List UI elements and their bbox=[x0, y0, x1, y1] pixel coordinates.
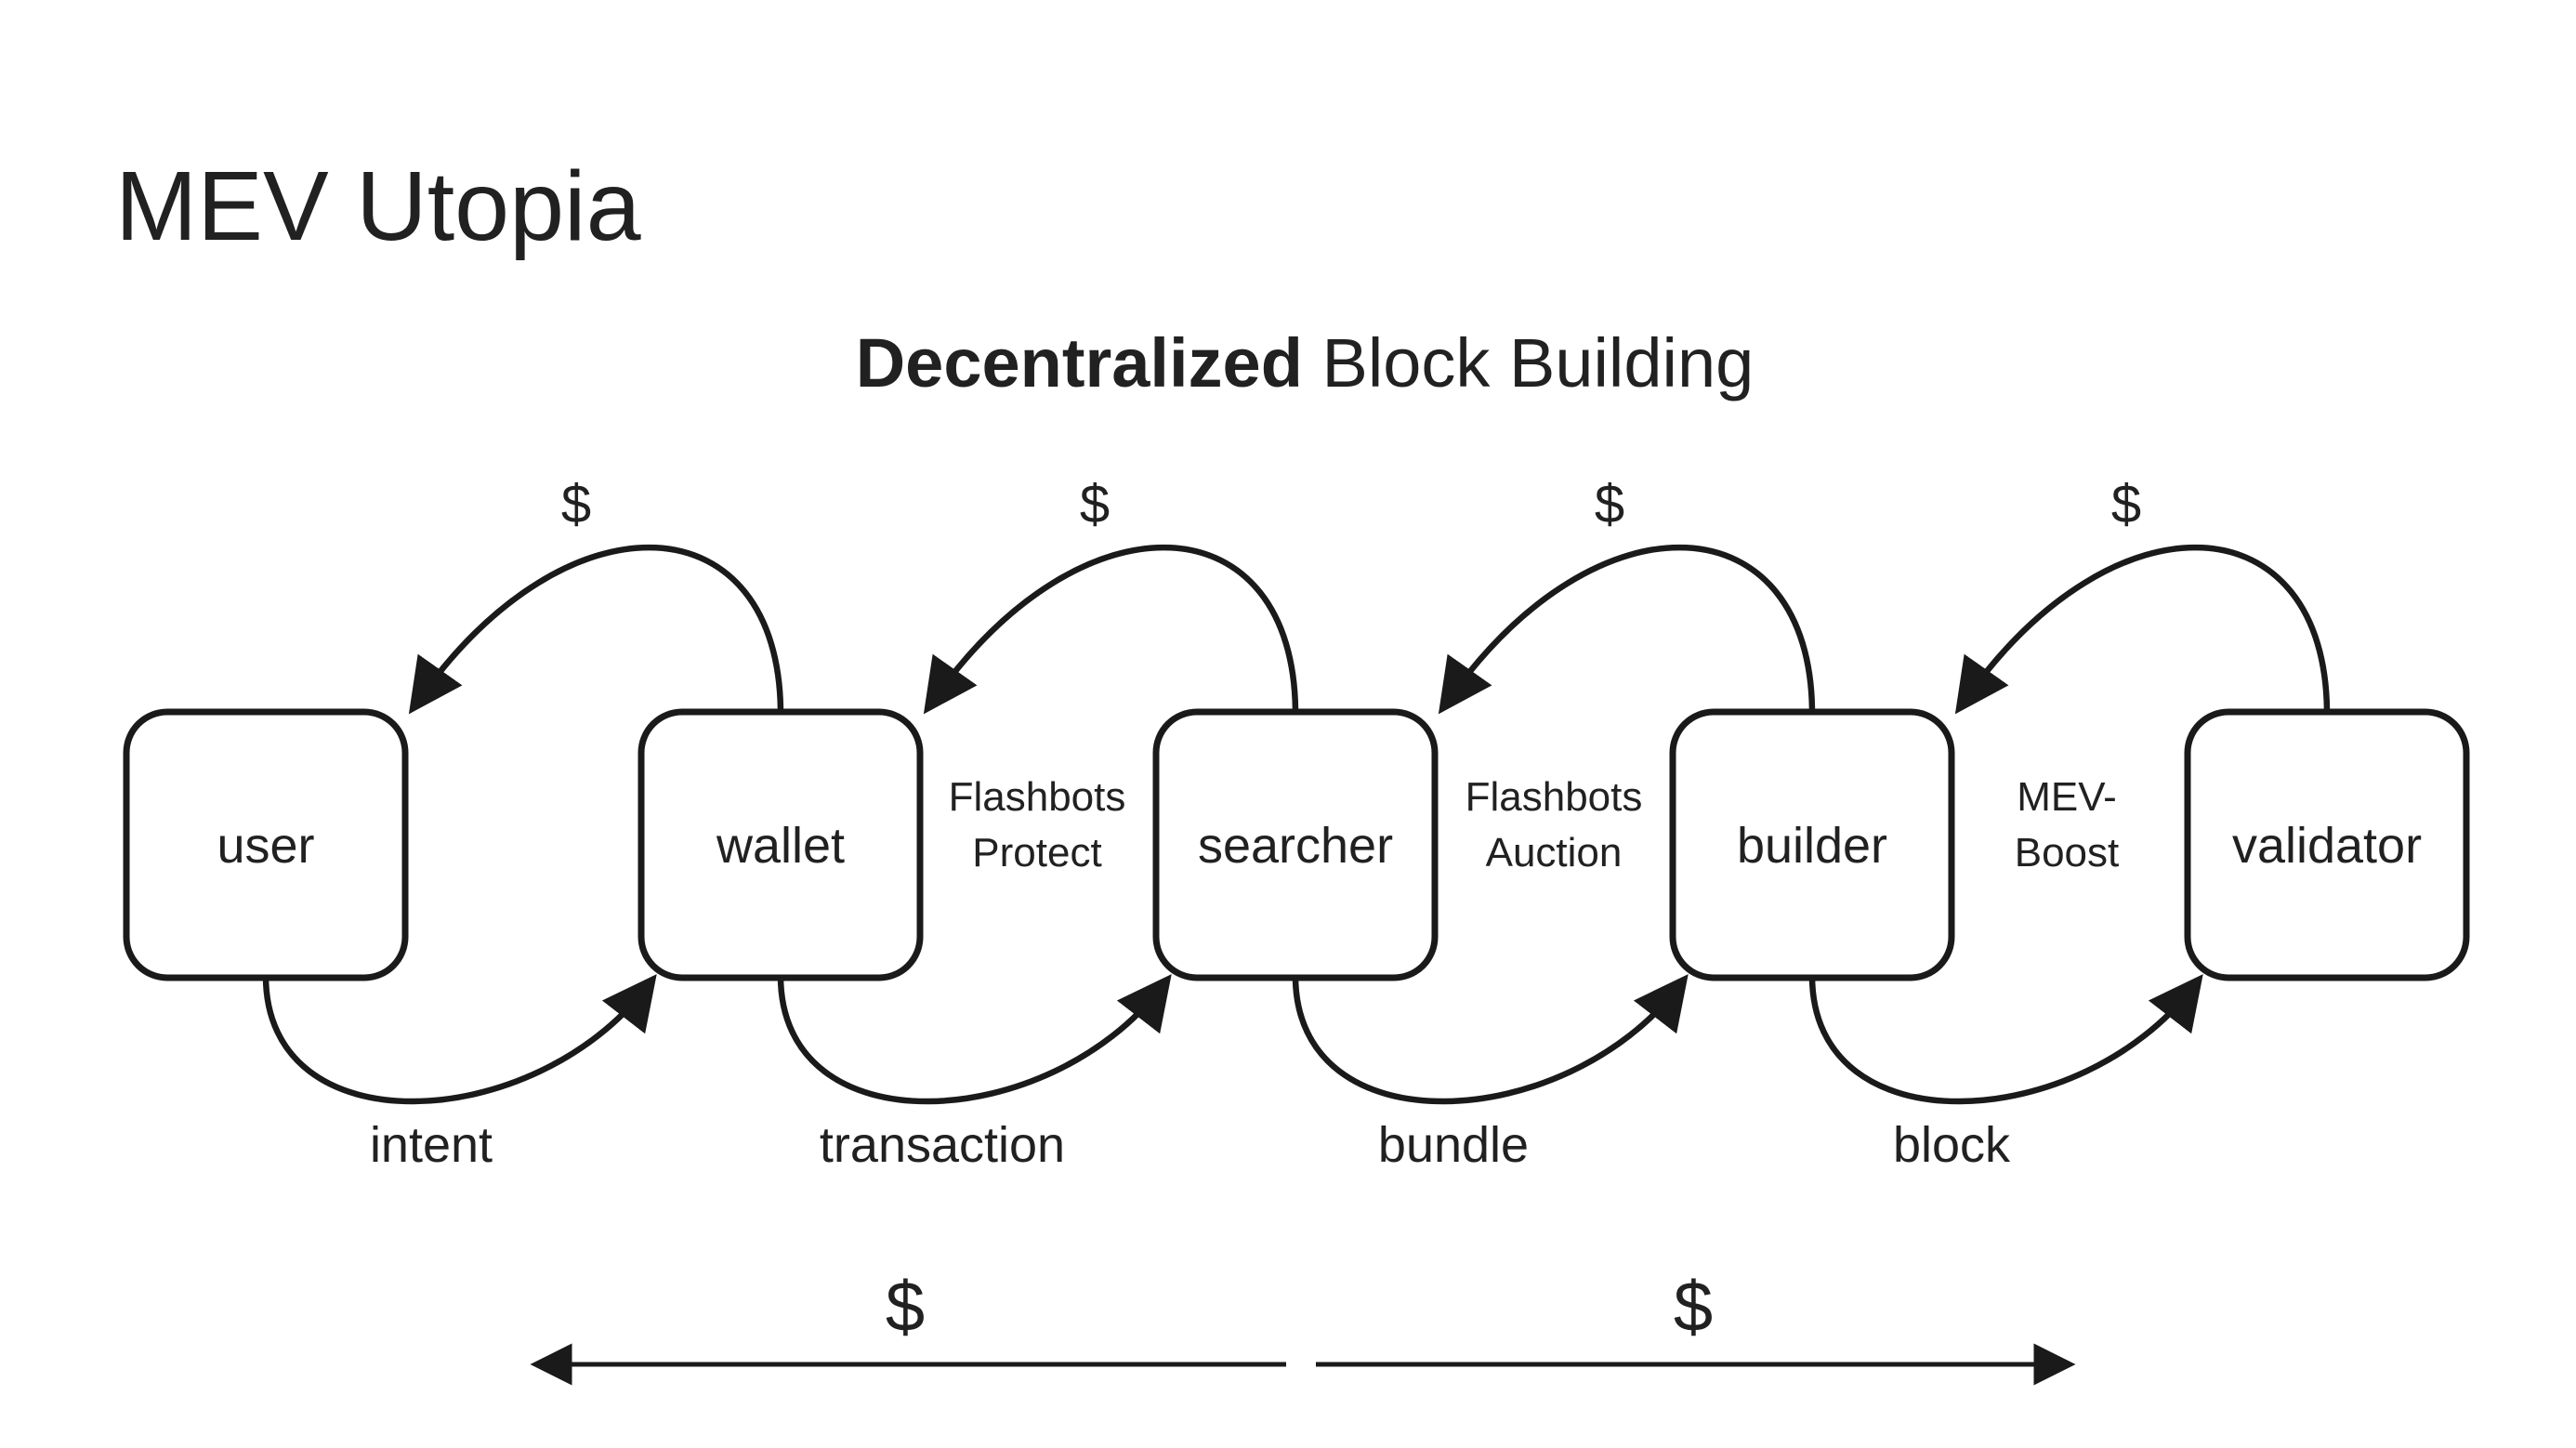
money-flow-arrows: $ $ bbox=[530, 1268, 2076, 1386]
node-builder-label: builder bbox=[1737, 818, 1887, 874]
node-validator-box bbox=[2184, 708, 2470, 981]
top-flow-dollar-label: $ bbox=[561, 474, 591, 534]
diagram-subtitle: Decentralized Block Building bbox=[856, 324, 1755, 401]
top-flow-dollar-label: $ bbox=[2111, 474, 2141, 534]
page-title: MEV Utopia bbox=[115, 151, 641, 261]
top-flow-arrow-builder-to-searcher bbox=[1438, 545, 1816, 715]
node-wallet-box bbox=[637, 708, 924, 981]
bottom-flow-arcs: intent transaction bundle block bbox=[262, 974, 2203, 1173]
bottom-flow-arrow-builder-to-validator bbox=[1808, 974, 2203, 1105]
bottom-flow-arrow-searcher-to-builder bbox=[1292, 974, 1689, 1105]
channel-flashbots-auction-line1: Flashbots bbox=[1465, 774, 1643, 820]
channel-labels: Flashbots Protect Flashbots Auction MEV-… bbox=[949, 774, 2120, 875]
node-builder-box bbox=[1669, 708, 1955, 981]
bottom-flow-label: bundle bbox=[1378, 1117, 1529, 1173]
bottom-flow-arrow-user-to-wallet bbox=[262, 974, 657, 1105]
bottom-flow-arrow-wallet-to-searcher bbox=[777, 974, 1172, 1105]
top-flow-arrow-validator-to-builder bbox=[1954, 545, 2331, 715]
node-user-label: user bbox=[217, 818, 314, 874]
top-flow-arrow-searcher-to-wallet bbox=[923, 545, 1299, 715]
money-right-dollar-label: $ bbox=[1674, 1268, 1713, 1347]
channel-flashbots-auction-line2: Auction bbox=[1486, 830, 1623, 875]
channel-mev-boost-line1: MEV- bbox=[2017, 774, 2117, 820]
subtitle-rest: Block Building bbox=[1303, 324, 1754, 401]
node-searcher-box bbox=[1152, 708, 1439, 981]
channel-flashbots-protect-line2: Protect bbox=[972, 830, 1101, 875]
top-flow-dollar-label: $ bbox=[1595, 474, 1624, 534]
bottom-flow-label: transaction bbox=[820, 1117, 1065, 1173]
bottom-flow-label: block bbox=[1893, 1117, 2011, 1173]
top-flow-dollar-label: $ bbox=[1080, 474, 1110, 534]
diagram-nodes: user wallet searcher builder validator bbox=[123, 708, 2470, 981]
channel-mev-boost-line2: Boost bbox=[2015, 830, 2120, 875]
subtitle-emphasis: Decentralized bbox=[856, 324, 1303, 401]
node-user-box bbox=[123, 708, 409, 981]
node-searcher-label: searcher bbox=[1198, 818, 1393, 874]
node-wallet-label: wallet bbox=[716, 818, 845, 874]
bottom-flow-label: intent bbox=[370, 1117, 493, 1173]
node-validator-label: validator bbox=[2232, 818, 2422, 874]
money-left-dollar-label: $ bbox=[886, 1268, 925, 1347]
top-flow-arrow-wallet-to-user bbox=[408, 545, 784, 715]
top-flow-arcs: $ $ $ $ bbox=[408, 474, 2331, 715]
channel-flashbots-protect-line1: Flashbots bbox=[949, 774, 1126, 820]
